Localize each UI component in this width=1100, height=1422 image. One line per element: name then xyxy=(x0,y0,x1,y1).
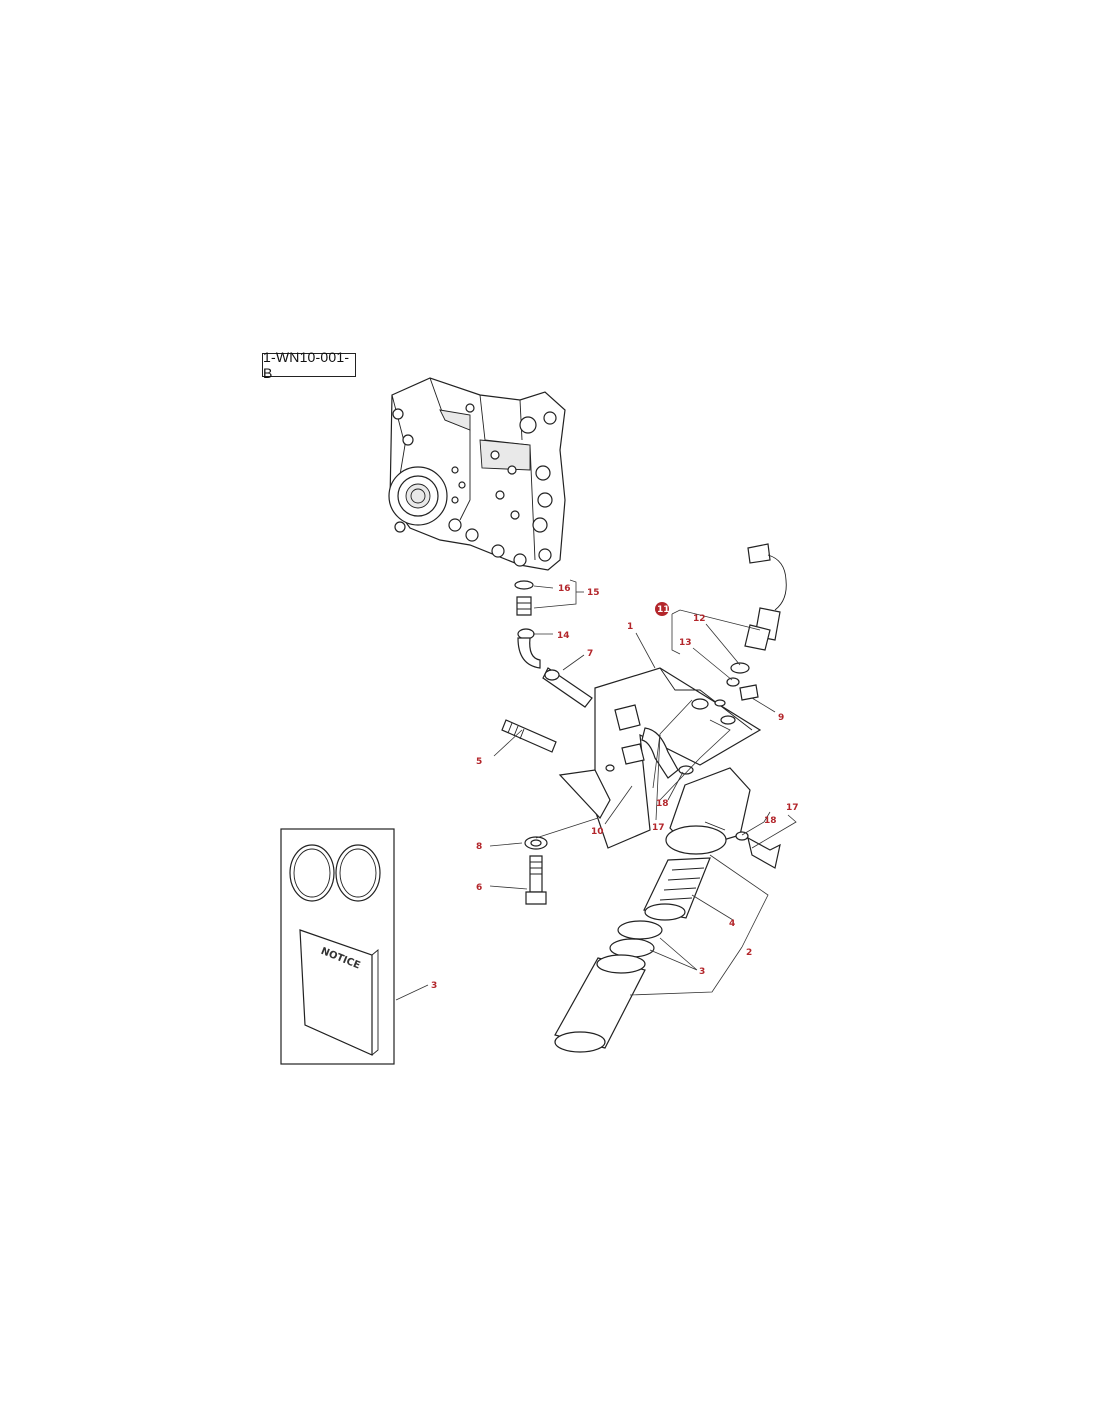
callout-16: 16 xyxy=(558,584,571,594)
seal-ring-13 xyxy=(726,677,740,687)
callout-3-kit: 3 xyxy=(431,981,437,991)
callout-9: 9 xyxy=(778,713,784,723)
double-ended-stud-5 xyxy=(501,719,557,753)
adapter-fitting-15 xyxy=(516,596,532,616)
callout-12: 12 xyxy=(693,614,706,624)
leader-lines xyxy=(395,579,797,1001)
pressure-switch-11 xyxy=(744,543,787,651)
diagram-reference-code: 1-WN10-001-B xyxy=(262,349,356,381)
callout-8: 8 xyxy=(476,842,482,852)
service-kit-box: NOTICE xyxy=(280,828,395,1065)
filter-bowl xyxy=(554,954,646,1053)
callout-5: 5 xyxy=(476,757,482,767)
bolt-6 xyxy=(525,855,547,905)
callout-1: 1 xyxy=(627,622,633,632)
callout-2: 2 xyxy=(746,948,752,958)
elbow-fitting-17-left xyxy=(641,727,679,779)
callout-13: 13 xyxy=(679,638,692,648)
callout-17-right: 17 xyxy=(786,803,799,813)
callout-15: 15 xyxy=(587,588,600,598)
tube-7 xyxy=(542,667,593,708)
callout-7: 7 xyxy=(587,649,593,659)
hex-bolt-bracket xyxy=(614,704,645,765)
o-ring-18-right xyxy=(735,831,749,841)
washer-8 xyxy=(524,836,548,850)
elbow-fitting-17-right xyxy=(747,836,781,869)
filter-head xyxy=(665,767,751,855)
callout-4: 4 xyxy=(729,919,735,929)
callout-11: 11 xyxy=(657,605,670,615)
o-ring-18-left xyxy=(678,765,694,775)
seal-ring-12 xyxy=(730,662,750,674)
callout-14: 14 xyxy=(557,631,570,641)
callout-18-right: 18 xyxy=(764,816,777,826)
screw-9 xyxy=(739,684,759,701)
callout-labels: 16 15 14 7 1 11 12 13 9 5 18 17 10 17 18… xyxy=(431,584,799,991)
o-rings-3 xyxy=(609,920,663,958)
hydraulic-valve-block xyxy=(388,377,566,571)
callout-10: 10 xyxy=(591,827,604,837)
callout-3-filter: 3 xyxy=(699,967,705,977)
elbow-fitting-14 xyxy=(517,628,541,669)
filter-element-4 xyxy=(643,857,711,921)
callout-11-marker xyxy=(655,602,669,616)
o-ring-16 xyxy=(514,580,534,590)
callout-17-left: 17 xyxy=(652,823,665,833)
callout-18-left: 18 xyxy=(656,799,669,809)
callout-6: 6 xyxy=(476,883,482,893)
